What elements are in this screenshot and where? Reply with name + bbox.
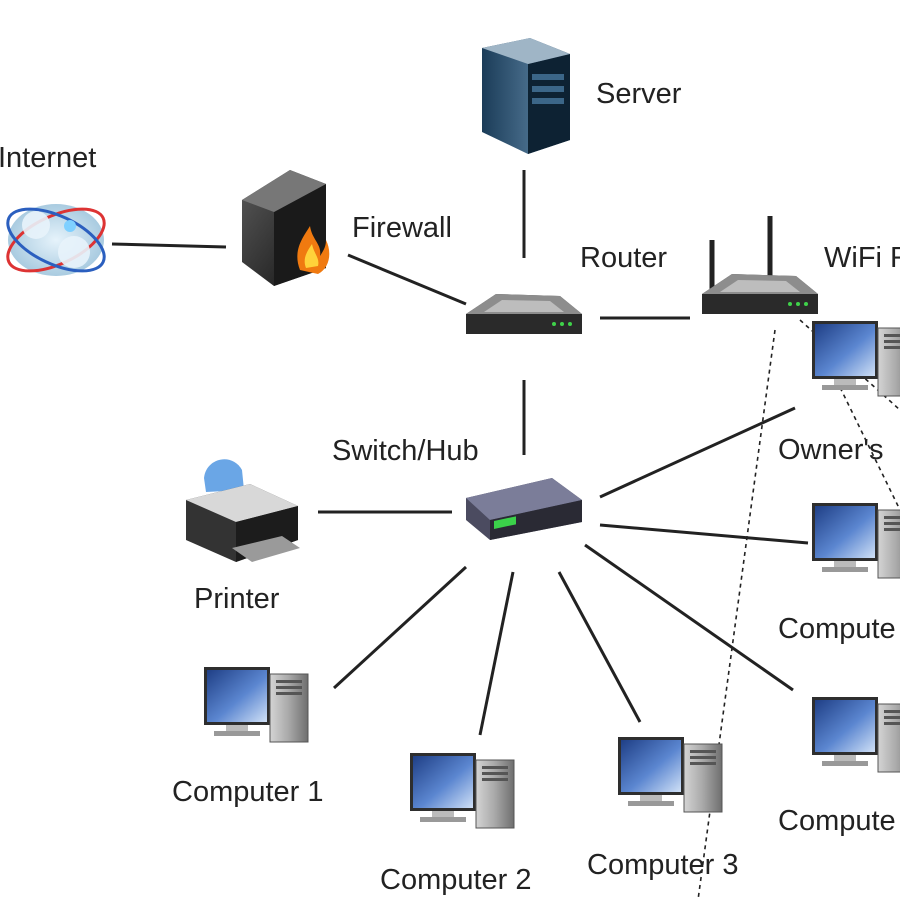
link-switch-computer1 — [332, 565, 468, 690]
firewall-icon — [242, 170, 330, 286]
computer-right-1-label: Compute — [778, 613, 896, 645]
firewall-label: Firewall — [352, 212, 452, 244]
switch-hub-icon — [466, 478, 582, 540]
internet-label: Internet — [0, 142, 97, 174]
computer-right-2-icon — [811, 696, 900, 773]
internet-globe-icon — [6, 204, 106, 276]
link-internet-firewall — [111, 242, 227, 249]
server-label: Server — [596, 78, 682, 110]
computer-right-1-icon — [811, 502, 900, 579]
printer-label: Printer — [194, 583, 280, 615]
link-firewall-router — [347, 253, 467, 306]
router-label: Router — [580, 242, 668, 274]
switch-hub-label: Switch/Hub — [332, 435, 479, 467]
server-icon — [482, 38, 570, 154]
printer-icon — [186, 459, 300, 562]
computer-3-icon — [617, 736, 723, 813]
computer-right-2-label: Compute — [778, 805, 896, 837]
link-switch-computer2 — [478, 571, 515, 736]
link-switch-computer-right-1 — [599, 523, 809, 545]
link-switch-computer3 — [557, 571, 642, 723]
owners-label: Owner's — [778, 434, 884, 466]
link-switch-computer-right-2 — [584, 543, 794, 692]
computer-2-icon — [409, 752, 515, 829]
router-icon — [466, 294, 582, 334]
wifi-label: WiFi R — [824, 242, 900, 274]
owners-computer-icon — [811, 320, 900, 397]
computer-1-label: Computer 1 — [172, 776, 324, 808]
wifi-router-icon — [702, 216, 818, 314]
link-switch-owners — [599, 406, 796, 499]
computer-1-icon — [203, 666, 309, 743]
computer-3-label: Computer 3 — [587, 849, 739, 881]
wired-links — [111, 170, 809, 736]
computer-2-label: Computer 2 — [380, 864, 532, 896]
wireless-link-wifi-computer3 — [697, 329, 776, 900]
